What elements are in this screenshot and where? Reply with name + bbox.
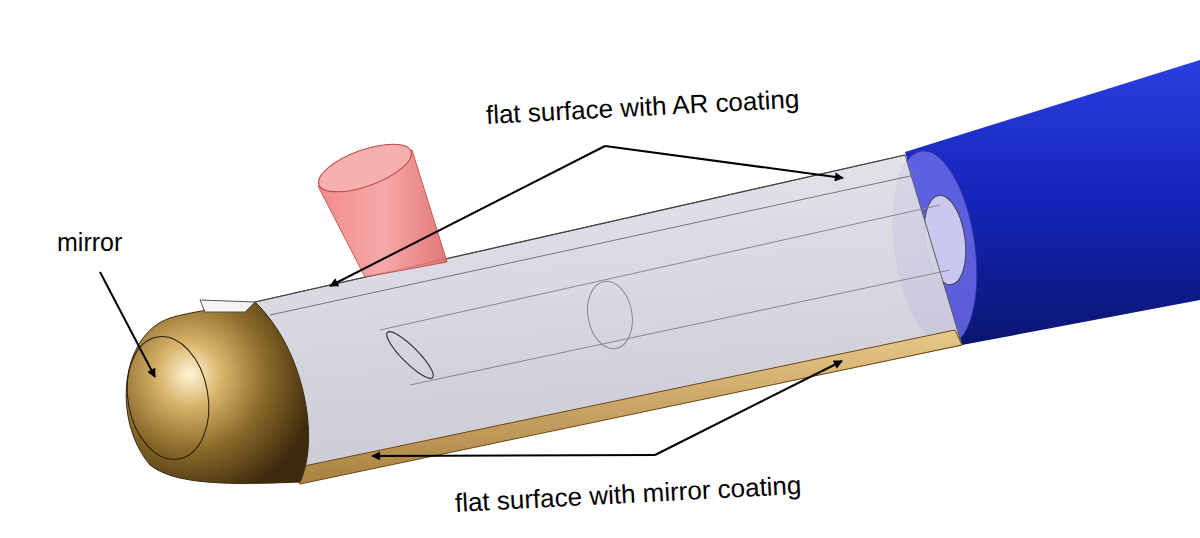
light-cone-top — [313, 134, 417, 201]
mirror-coating-strip — [285, 330, 962, 484]
inner-tube — [380, 205, 940, 330]
inner-mirror — [382, 327, 439, 384]
leader-arrow — [330, 146, 605, 286]
part-label: flat surface with mirror coating — [454, 470, 802, 519]
leader-arrow — [100, 272, 155, 377]
dome-rim — [118, 330, 218, 466]
inner-tube — [410, 270, 950, 385]
inner-lens — [582, 278, 637, 353]
leader-arrow — [372, 455, 655, 456]
part-label: flat surface with AR coating — [485, 84, 800, 131]
leader-arrow — [655, 361, 842, 455]
leader-arrow — [605, 146, 843, 178]
mirror-dome — [126, 302, 308, 483]
part-label: mirror — [57, 228, 122, 257]
flat-face — [200, 300, 255, 312]
